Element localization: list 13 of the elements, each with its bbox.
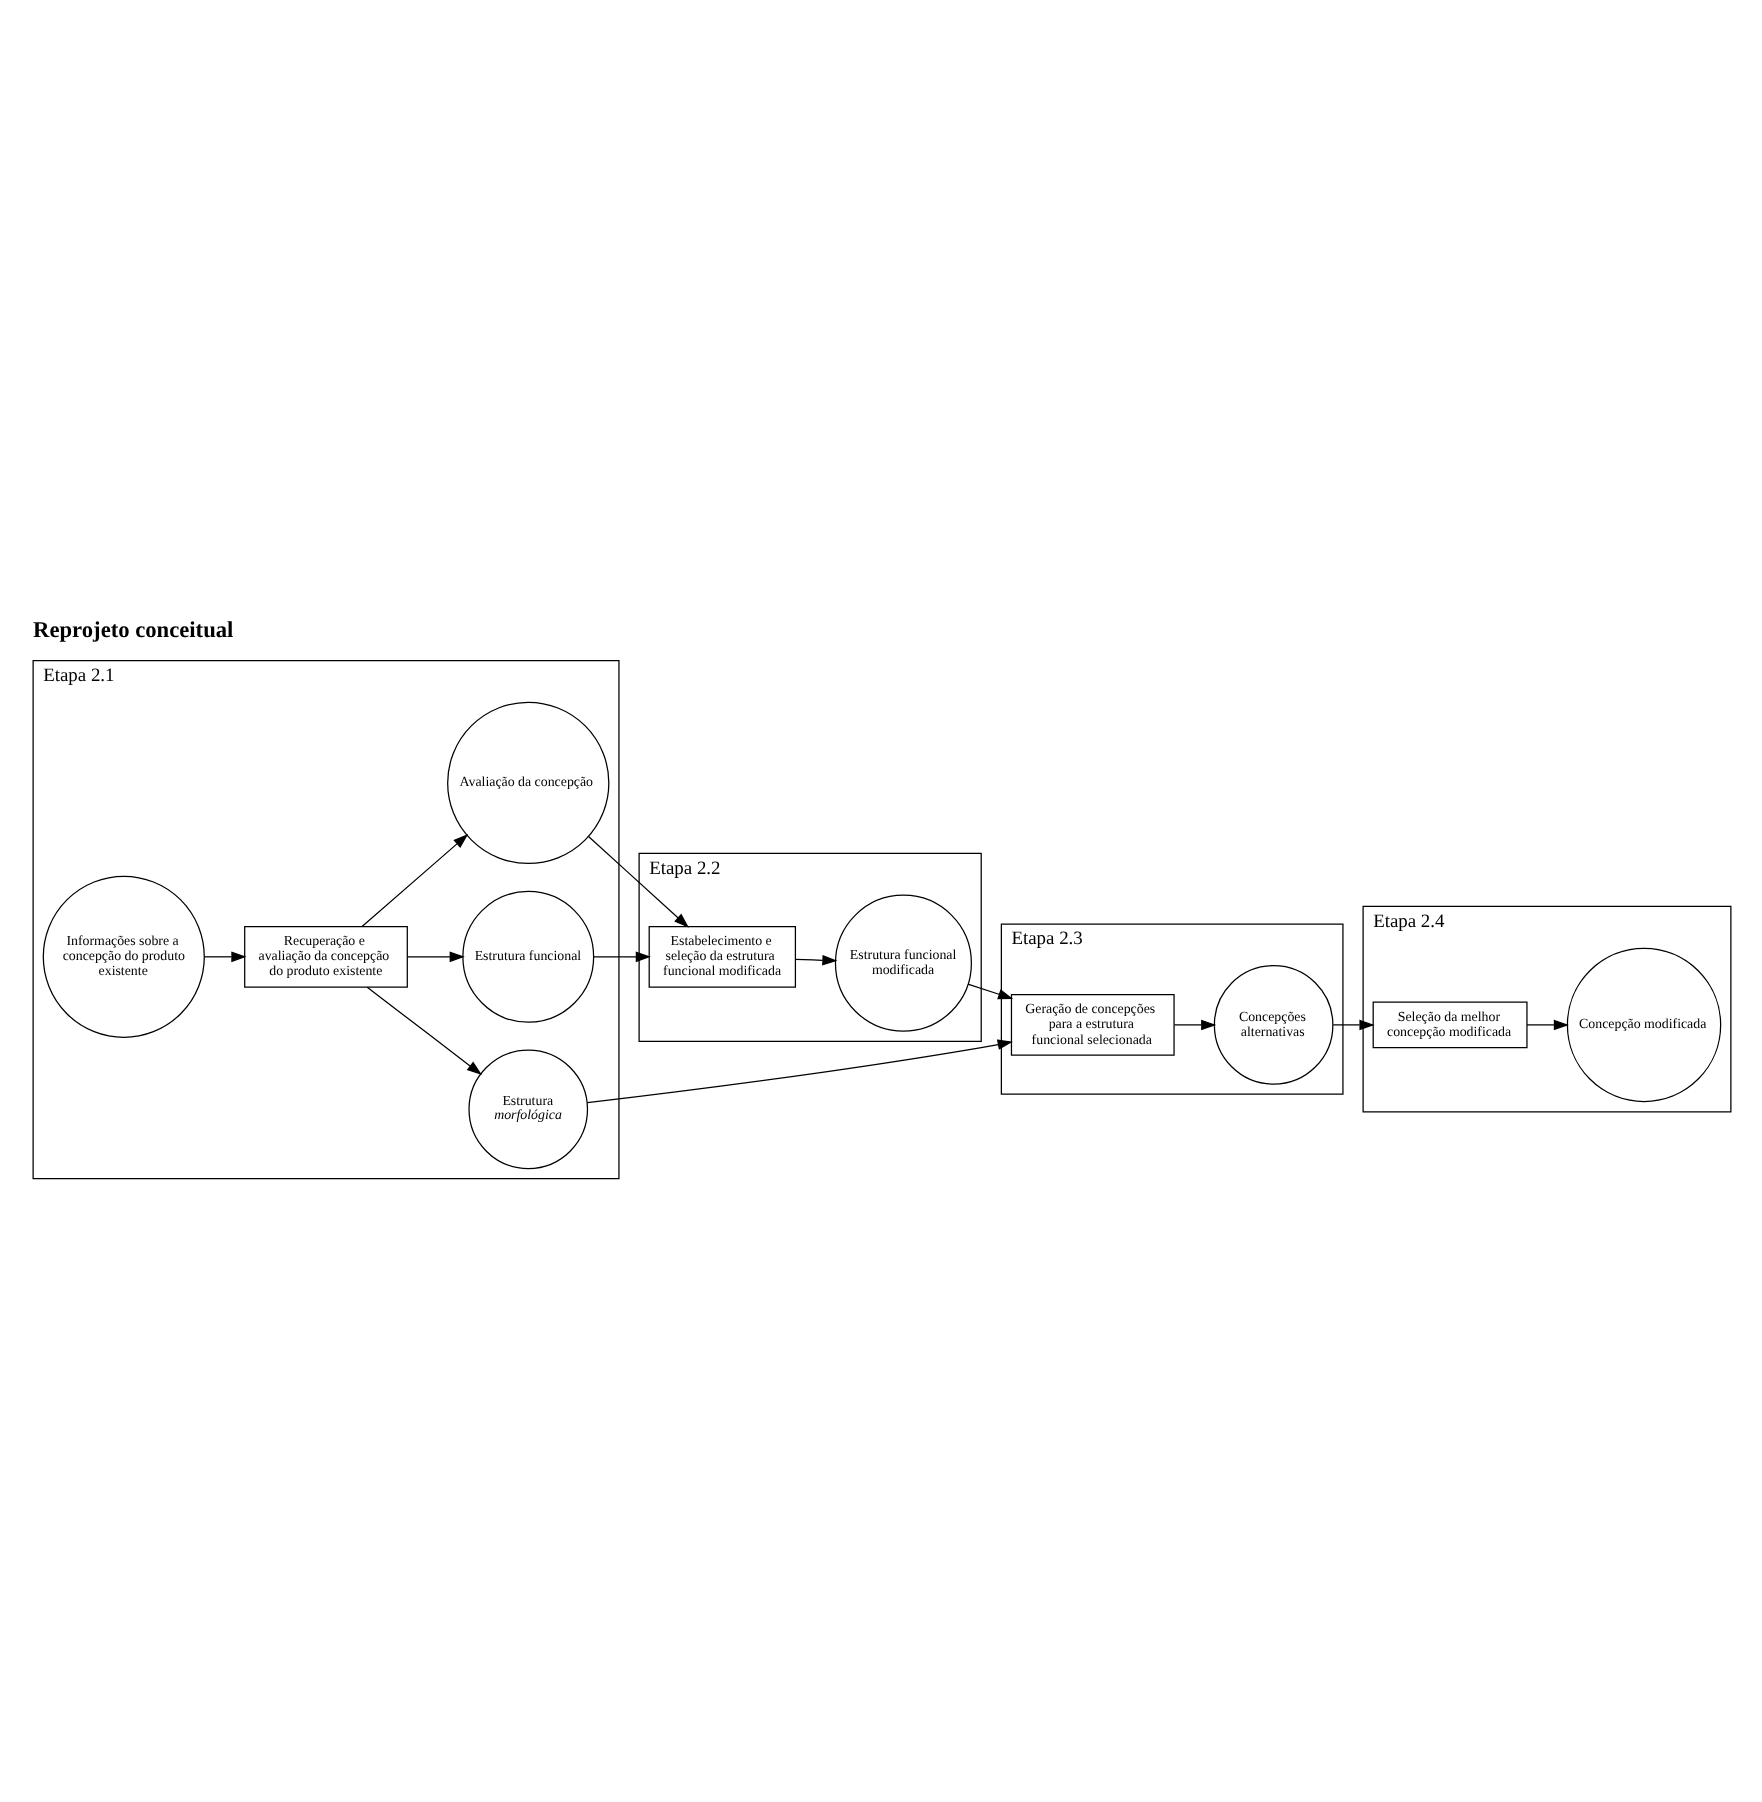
arrow bbox=[966, 982, 1013, 999]
diagram-title: Reprojeto conceitual bbox=[32, 618, 233, 643]
arrow bbox=[1331, 1018, 1374, 1030]
arrow bbox=[1525, 1018, 1568, 1030]
arrow bbox=[202, 950, 246, 962]
arrow bbox=[794, 954, 837, 965]
arrow bbox=[586, 834, 688, 927]
arrow bbox=[585, 1038, 1012, 1103]
arrow bbox=[1172, 1018, 1216, 1030]
arrow bbox=[592, 950, 650, 962]
arrow bbox=[360, 833, 468, 927]
arrow bbox=[405, 950, 464, 962]
arrow bbox=[365, 985, 481, 1074]
